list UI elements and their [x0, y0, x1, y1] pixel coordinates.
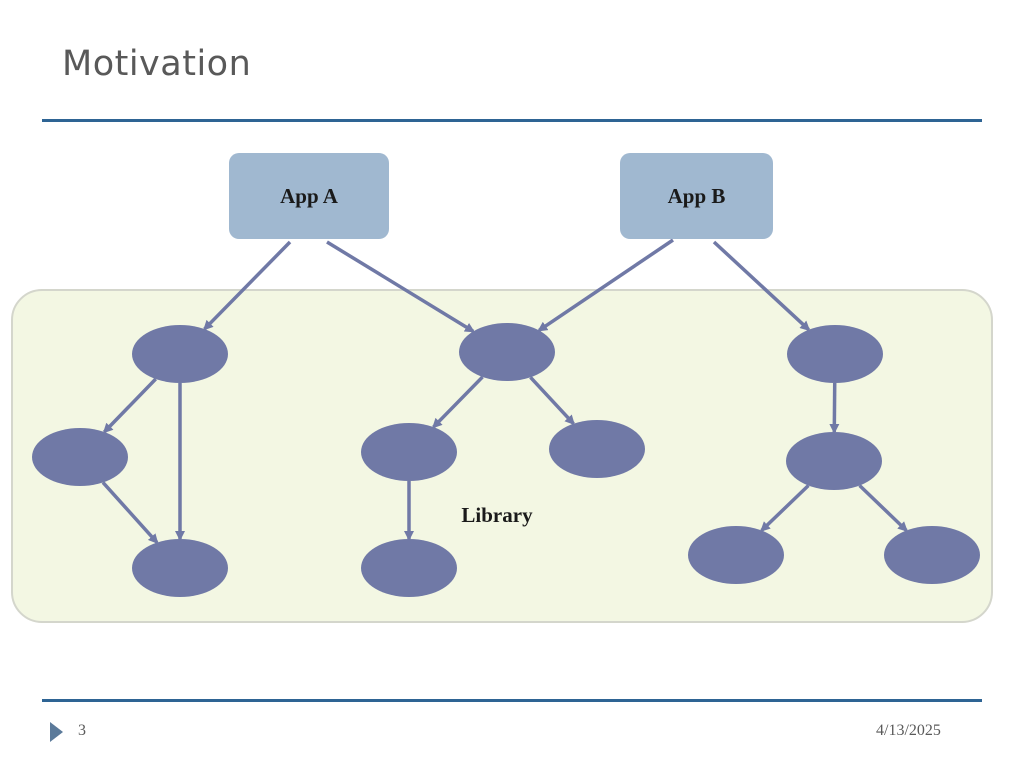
- library-node-n7: [361, 539, 457, 597]
- slide-title: Motivation: [62, 44, 252, 84]
- library-node-n8: [787, 325, 883, 383]
- page-number: 3: [78, 722, 86, 739]
- edge-n4-n6: [529, 376, 575, 426]
- library-node-n11: [884, 526, 980, 584]
- library-node-n10: [688, 526, 784, 584]
- edge-app-a-n4: [326, 240, 475, 333]
- nodes-group: [32, 323, 980, 597]
- library-node-n3: [132, 539, 228, 597]
- library-node-n2: [32, 428, 128, 486]
- edge-n9-n10: [760, 484, 810, 532]
- library-node-n1: [132, 325, 228, 383]
- edges-group: [101, 238, 908, 545]
- app-a-label: App A: [280, 184, 339, 208]
- edge-app-a-n1: [203, 240, 292, 331]
- slide-date: 4/13/2025: [876, 722, 941, 739]
- edge-app-b-n8: [712, 240, 811, 332]
- library-node-n4: [459, 323, 555, 381]
- footer-divider: [42, 699, 982, 702]
- edge-n1-n2: [102, 377, 157, 434]
- library-node-n6: [549, 420, 645, 478]
- app-b-label: App B: [668, 184, 726, 208]
- edge-n4-n5: [432, 375, 484, 429]
- apps-group: App A App B: [229, 153, 773, 239]
- title-divider: [42, 119, 982, 122]
- app-a-box: [229, 153, 389, 239]
- edge-app-b-n4: [537, 238, 674, 332]
- footer-bullet-icon: [50, 722, 63, 742]
- edge-n9-n11: [858, 484, 908, 532]
- library-label: Library: [461, 503, 533, 527]
- edge-n2-n3: [101, 481, 159, 545]
- library-node-n5: [361, 423, 457, 481]
- app-b-box: [620, 153, 773, 239]
- library-node-n9: [786, 432, 882, 490]
